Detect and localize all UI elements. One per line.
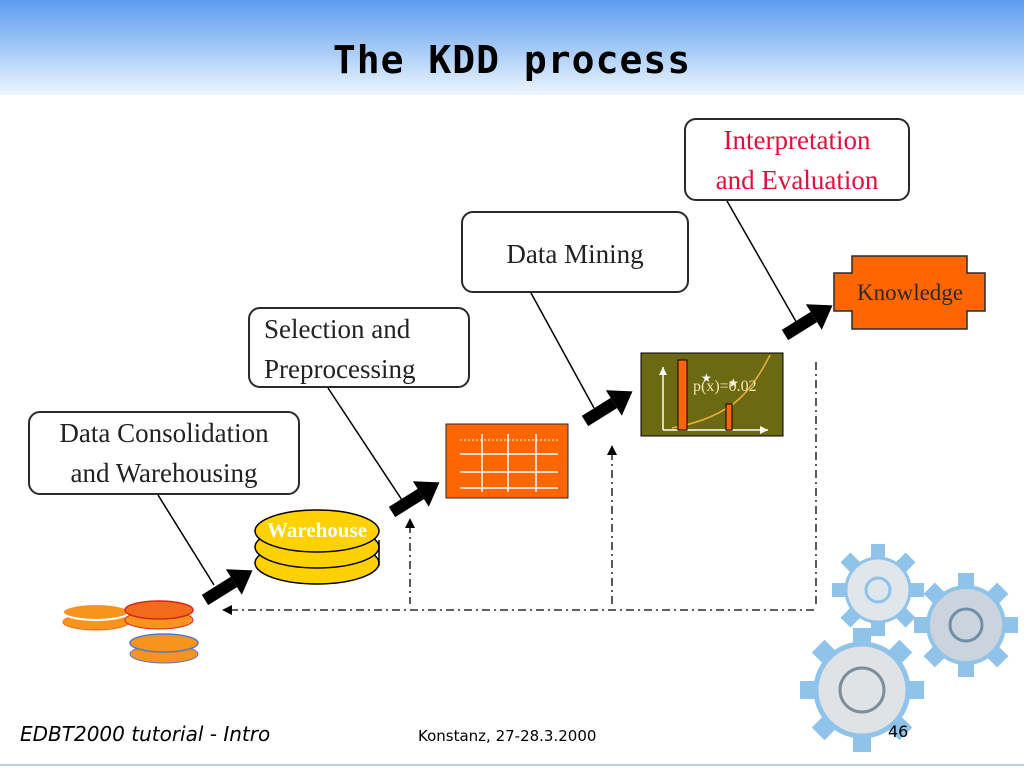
slide-title: The KDD process (332, 38, 692, 82)
page-number: 46 (888, 722, 909, 741)
step-interpretation-line2: and Evaluation (715, 165, 879, 195)
step-consolidation-line2: and Warehousing (70, 458, 258, 488)
step-consolidation-line1: Data Consolidation (59, 418, 269, 448)
step-data-mining: Data Mining (461, 211, 689, 293)
bold-arrow-icon (201, 569, 253, 606)
pattern-plot-icon: ★ ★ (640, 352, 784, 437)
gear-icon (914, 573, 1018, 677)
step-selection-line1: Selection and (264, 314, 411, 344)
knowledge-shape (833, 255, 986, 330)
warehouse-label: Warehouse (267, 518, 367, 542)
database-disk-icon (129, 633, 199, 664)
footer-rule (0, 764, 1024, 766)
database-disk-icon (62, 603, 130, 631)
gear-icon (832, 544, 924, 636)
timeline-arrowhead-up (405, 518, 415, 528)
timeline-arrowhead-up (607, 445, 617, 455)
step-data-consolidation: Data Consolidation and Warehousing (28, 411, 300, 495)
header-band (0, 0, 1024, 95)
knowledge-label: Knowledge (856, 280, 964, 305)
bold-arrow-icon (581, 390, 633, 427)
warehouse-database-icon (254, 509, 380, 585)
iteration-lines (230, 362, 817, 611)
svg-text:★: ★ (728, 376, 739, 390)
step-mining-label: Data Mining (506, 239, 644, 269)
step-interpretation-evaluation: Interpretation and Evaluation (684, 118, 910, 201)
timeline-arrowhead-left (222, 605, 232, 615)
data-table-icon (445, 423, 569, 499)
footer-tutorial-title: EDBT2000 tutorial - Intro (20, 722, 271, 746)
bold-arrow-icon (388, 481, 440, 518)
gear-icon (800, 628, 924, 752)
step-interpretation-line1: Interpretation (723, 125, 871, 155)
svg-text:★: ★ (701, 371, 712, 385)
bold-arrow-icon (781, 304, 833, 341)
connector-selection (327, 387, 403, 501)
step-selection-preprocessing: Selection and Preprocessing (248, 307, 470, 388)
database-disk-icon (124, 600, 194, 630)
connector-interpretation (726, 200, 799, 326)
footer-location-date: Konstanz, 27-28.3.2000 (418, 727, 597, 745)
formula-label: p(x)=0.02 (693, 378, 757, 395)
connector-consolidation (157, 494, 215, 586)
connector-mining (530, 292, 595, 409)
step-selection-line2: Preprocessing (264, 354, 416, 384)
